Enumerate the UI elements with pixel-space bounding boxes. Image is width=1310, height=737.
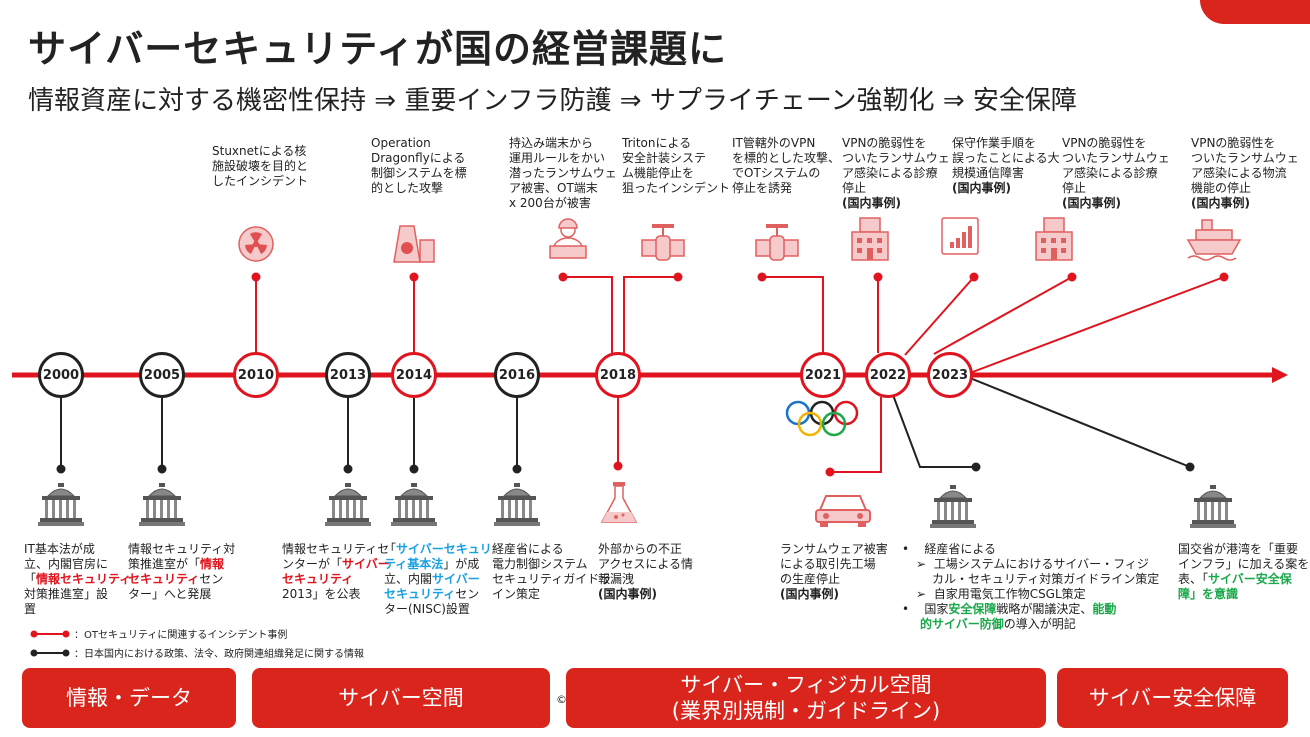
incident-triton: Tritonによる安全計装システム機能停止を狙ったインシデント bbox=[622, 136, 731, 195]
year-2023: 2023 bbox=[927, 352, 973, 398]
legend-incident: ：OTセキュリティに関連するインシデント事例 bbox=[30, 626, 287, 641]
government-building-icon-2022 bbox=[930, 485, 976, 528]
category-cyber-security-guarantee: サイバー安全保障 bbox=[1057, 668, 1288, 728]
page-title: サイバーセキュリティが国の経営課題に bbox=[28, 27, 727, 71]
year-2018: 2018 bbox=[595, 352, 641, 398]
bar-chart-icon bbox=[941, 217, 979, 255]
incident-vpn-hospital-1: VPNの脆弱性をついたランサムウェア感染による診療停止(国内事例) bbox=[842, 136, 950, 210]
nuclear-plant-icon bbox=[393, 225, 435, 263]
incident-connectors bbox=[255, 276, 1225, 473]
page-subtitle: 情報資産に対する機密性保持 ⇒ 重要インフラ防護 ⇒ サプライチェーン強靭化 ⇒… bbox=[28, 86, 1077, 116]
government-building-icon-2005 bbox=[139, 483, 185, 526]
year-2010: 2010 bbox=[233, 352, 279, 398]
category-information-data: 情報・データ bbox=[22, 668, 236, 728]
hospital-icon bbox=[851, 217, 889, 261]
car-icon bbox=[815, 495, 871, 527]
policy-2013: 情報セキュリティセ ンターが「サイバー セキュリティ 2013」を公表 bbox=[282, 542, 390, 601]
radiation-icon bbox=[238, 226, 274, 262]
year-2000: 2000 bbox=[38, 352, 84, 398]
policy-2000: IT基本法が成 立、内閣官房に 「情報セキュリティ 対策推進室」設 置 bbox=[24, 542, 132, 616]
olympic-rings-icon bbox=[785, 400, 859, 437]
incident-telecom-outage: 保守作業手順を誤ったことによる大規模通信障害(国内事例) bbox=[952, 136, 1060, 195]
government-building-icon-2000 bbox=[38, 483, 84, 526]
valve-icon-2021 bbox=[755, 224, 799, 261]
flask-icon bbox=[600, 482, 638, 523]
government-building-icon-2013 bbox=[325, 483, 371, 526]
incident-supplier-factory: ランサムウェア被害による取引先工場の生産停止(国内事例) bbox=[780, 542, 888, 601]
policy-dots bbox=[56, 462, 1195, 474]
hospital-icon-2 bbox=[1035, 217, 1073, 261]
policy-2016: 経産省による電力制御システムセキュリティガイドライン策定 bbox=[492, 542, 612, 601]
policy-2014: 「サイバーセキュリ ティ基本法」が成 立、内閣サイバー セキュリティセン ター(… bbox=[384, 542, 492, 616]
valve-icon bbox=[641, 224, 685, 261]
incident-dots bbox=[251, 272, 1229, 477]
timeline-arrowhead bbox=[1272, 367, 1288, 383]
year-2005: 2005 bbox=[139, 352, 185, 398]
government-building-icon-2016 bbox=[494, 483, 540, 526]
legend-policy: ：日本国内における政策、法令、政府関連組織発足に関する情報 bbox=[30, 645, 364, 660]
year-2021: 2021 bbox=[800, 352, 846, 398]
legend-black-line-icon bbox=[30, 649, 70, 656]
policy-2022: • 経産省による ➢ 工場システムにおけるサイバー・フィジ カル・セキュリティ対… bbox=[902, 542, 1160, 631]
year-2022: 2022 bbox=[865, 352, 911, 398]
category-cyberspace: サイバー空間 bbox=[252, 668, 550, 728]
incident-stuxnet: Stuxnetによる核施設破壊を目的としたインシデント bbox=[212, 144, 309, 188]
year-2014: 2014 bbox=[391, 352, 437, 398]
government-building-icon-2014 bbox=[391, 483, 437, 526]
policy-2023: 国交省が港湾を「重要 インフラ」に加える案を発 表、「サイバー安全保 障」を意識 bbox=[1178, 542, 1310, 601]
corner-decoration bbox=[1200, 0, 1310, 24]
incident-vpn-logistics: VPNの脆弱性をついたランサムウェア感染による物流機能の停止(国内事例) bbox=[1191, 136, 1299, 210]
legend-red-line-icon bbox=[30, 630, 70, 637]
policy-2005: 情報セキュリティ対 策推進室が「情報 セキュリティセン ター」へと発展 bbox=[128, 542, 236, 601]
government-building-icon-2023 bbox=[1190, 485, 1236, 528]
worker-laptop-icon bbox=[549, 218, 587, 259]
category-cyber-physical: サイバー・フィジカル空間 (業界別規制・ガイドライン) bbox=[566, 668, 1046, 728]
incident-unauthorized-access: 外部からの不正アクセスによる情報漏洩(国内事例) bbox=[598, 542, 694, 601]
year-2013: 2013 bbox=[325, 352, 371, 398]
year-2016: 2016 bbox=[494, 352, 540, 398]
cargo-ship-icon bbox=[1186, 219, 1242, 261]
incident-vpn-hospital-2: VPNの脆弱性をついたランサムウェア感染による診療停止(国内事例) bbox=[1062, 136, 1170, 210]
copyright-mark: © bbox=[556, 693, 567, 706]
policy-connectors bbox=[60, 377, 1191, 469]
